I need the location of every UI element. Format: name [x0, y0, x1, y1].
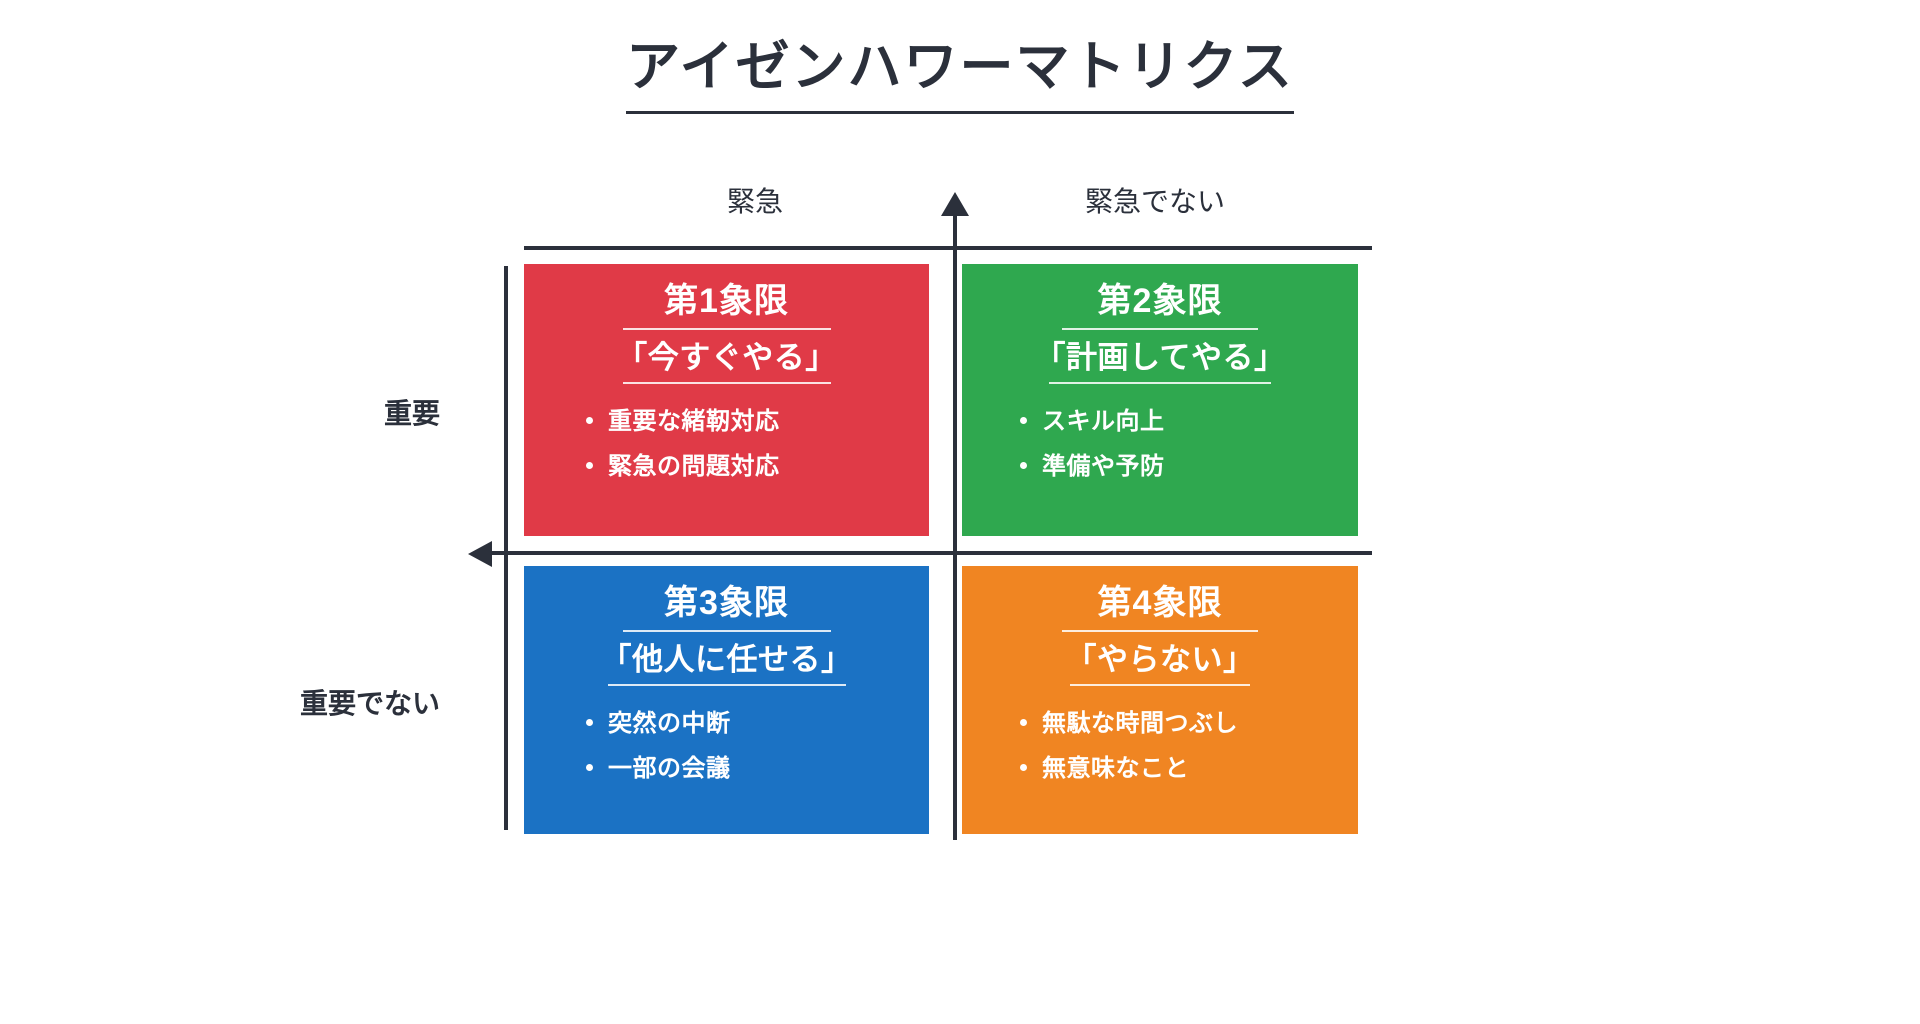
- list-item: 緊急の問題対応: [586, 449, 929, 485]
- title-divider: [1062, 328, 1258, 331]
- quadrant-bullet-list: 重要な緒靭対応 緊急の問題対応: [524, 404, 929, 484]
- title-divider: [1062, 630, 1258, 633]
- column-header-not-urgent: 緊急でない: [1084, 186, 1225, 217]
- quadrant-title: 第2象限: [1097, 282, 1223, 320]
- title-divider: [622, 328, 831, 331]
- column-header-urgent: 緊急: [726, 186, 783, 217]
- subtitle-divider: [1049, 382, 1271, 385]
- quadrant-card-q2[interactable]: 第2象限 「計画してやる」 スキル向上 準備や予防: [962, 264, 1358, 536]
- list-item: 準備や予防: [1020, 449, 1358, 485]
- page-title-wrapper: アイゼンハワーマトリクス: [0, 37, 1920, 115]
- title-divider: [622, 630, 831, 633]
- quadrant-subtitle: 「今すぐやる」: [616, 340, 837, 376]
- vertical-axis-line: [953, 210, 957, 840]
- row-header-important: 重要: [383, 398, 440, 429]
- quadrant-subtitle: 「他人に任せる」: [600, 642, 853, 678]
- quadrant-card-q3[interactable]: 第3象限 「他人に任せる」 突然の中断 一部の会議: [524, 566, 929, 834]
- quadrant-bullet-list: 無駄な時間つぶし 無意味なこと: [962, 706, 1358, 786]
- quadrant-bullet-list: スキル向上 準備や予防: [962, 404, 1358, 484]
- list-item: 重要な緒靭対応: [586, 404, 929, 440]
- horizontal-axis-line: [492, 551, 1372, 555]
- subtitle-divider: [622, 382, 831, 385]
- quadrant-bullet-list: 突然の中断 一部の会議: [524, 706, 929, 786]
- quadrant-subtitle: 「やらない」: [1065, 642, 1255, 678]
- quadrant-title: 第3象限: [664, 584, 789, 622]
- quadrant-title: 第1象限: [664, 282, 789, 320]
- row-header-not-important: 重要でない: [299, 688, 440, 719]
- list-item: 一部の会議: [586, 751, 929, 787]
- quadrant-card-q4[interactable]: 第4象限 「やらない」 無駄な時間つぶし 無意味なこと: [962, 566, 1358, 834]
- subtitle-divider: [607, 684, 846, 687]
- arrow-up-icon: [941, 192, 969, 216]
- list-item: 突然の中断: [586, 706, 929, 742]
- quadrant-subtitle: 「計画してやる」: [1034, 340, 1286, 376]
- list-item: 無駄な時間つぶし: [1020, 706, 1358, 742]
- arrow-left-icon: [468, 541, 492, 567]
- list-item: スキル向上: [1020, 404, 1358, 440]
- matrix-top-rule: [524, 246, 1372, 250]
- page-title: アイゼンハワーマトリクス: [626, 37, 1294, 115]
- matrix-left-rule: [504, 266, 508, 830]
- quadrant-title: 第4象限: [1097, 584, 1223, 622]
- subtitle-divider: [1070, 684, 1250, 687]
- list-item: 無意味なこと: [1020, 751, 1358, 787]
- quadrant-card-q1[interactable]: 第1象限 「今すぐやる」 重要な緒靭対応 緊急の問題対応: [524, 264, 929, 536]
